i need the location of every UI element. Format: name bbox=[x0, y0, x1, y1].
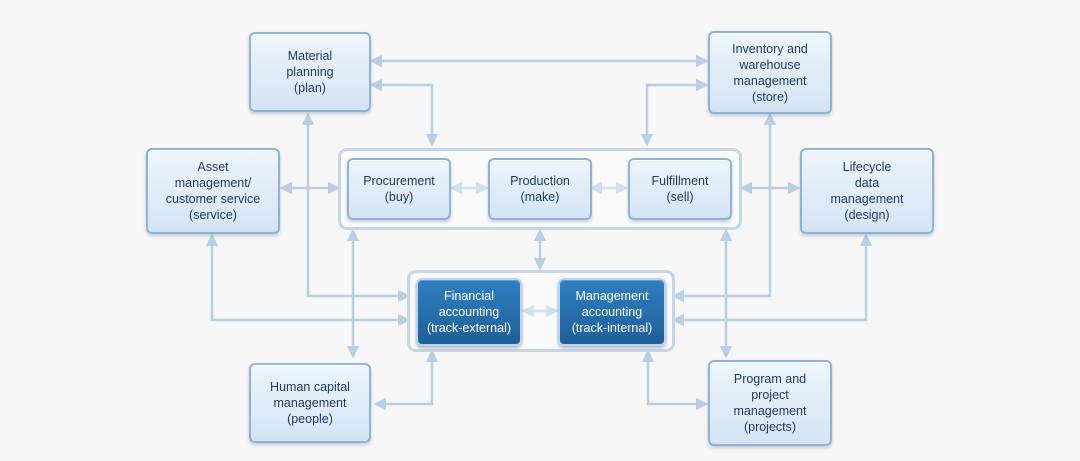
management-accounting-label: Management accounting (track-internal) bbox=[571, 289, 653, 335]
link-people-fin bbox=[373, 349, 439, 411]
production-box[interactable]: Production (make) bbox=[488, 158, 592, 220]
material-planning-label: Material planning (plan) bbox=[286, 49, 334, 95]
procurement-label: Procurement (buy) bbox=[363, 174, 435, 204]
link-store-process bbox=[640, 78, 709, 147]
asset-management-label: Asset management/ customer service (serv… bbox=[165, 160, 261, 222]
link-service-fin bbox=[205, 233, 411, 327]
material-planning-box[interactable]: Material planning (plan) bbox=[249, 32, 371, 112]
lifecycle-label: Lifecycle data management (design) bbox=[830, 160, 904, 222]
link-design-mgmt bbox=[671, 233, 873, 327]
inventory-box[interactable]: Inventory and warehouse management (stor… bbox=[708, 31, 832, 114]
link-projects-mgmt bbox=[641, 349, 709, 411]
link-plan-process bbox=[369, 78, 439, 147]
inventory-label: Inventory and warehouse management (stor… bbox=[732, 41, 808, 104]
human-capital-box[interactable]: Human capital management (people) bbox=[249, 363, 371, 443]
human-capital-label: Human capital management (people) bbox=[270, 380, 350, 426]
asset-management-box[interactable]: Asset management/ customer service (serv… bbox=[146, 148, 280, 234]
production-label: Production (make) bbox=[510, 174, 570, 204]
program-project-box[interactable]: Program and project management (projects… bbox=[708, 360, 832, 446]
fulfillment-box[interactable]: Fulfillment (sell) bbox=[628, 158, 732, 220]
program-project-label: Program and project management (projects… bbox=[733, 372, 807, 434]
management-accounting-box[interactable]: Management accounting (track-internal) bbox=[558, 278, 666, 346]
financial-accounting-label: Financial accounting (track-external) bbox=[426, 289, 512, 335]
procurement-box[interactable]: Procurement (buy) bbox=[347, 158, 451, 220]
financial-accounting-box[interactable]: Financial accounting (track-external) bbox=[416, 278, 522, 346]
lifecycle-box[interactable]: Lifecycle data management (design) bbox=[800, 148, 934, 234]
fulfillment-label: Fulfillment (sell) bbox=[651, 174, 709, 204]
